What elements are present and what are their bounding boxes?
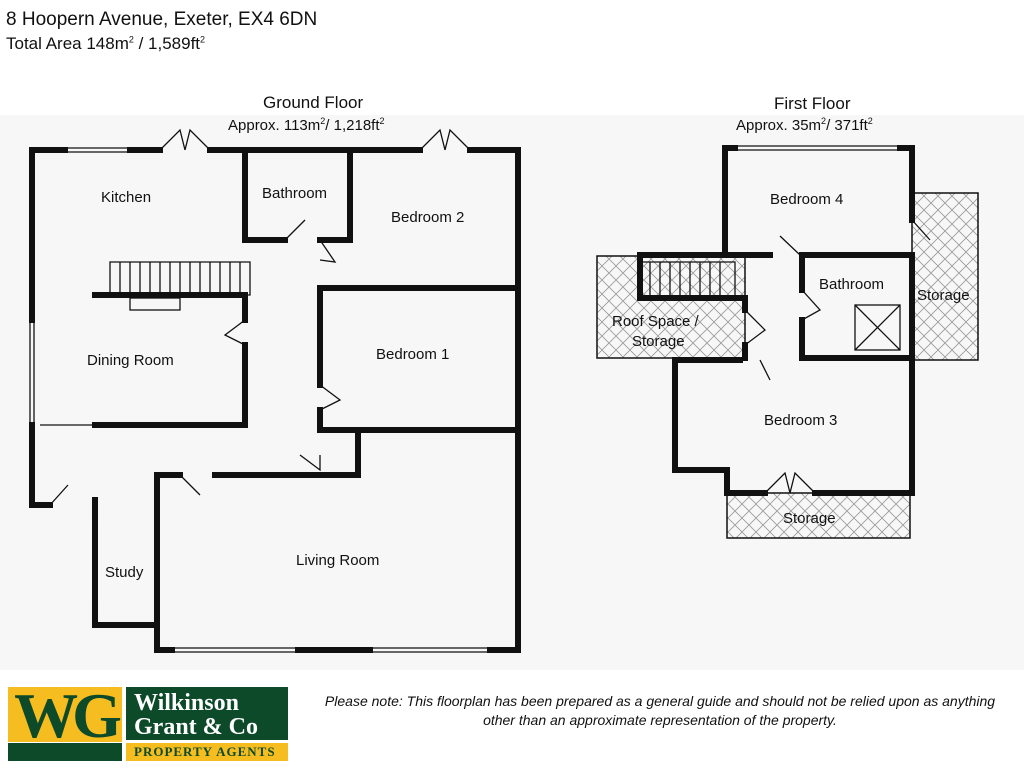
first-floor-title: First Floor (774, 94, 851, 113)
room-bedroom-2: Bedroom 2 (391, 209, 465, 226)
logo-initials-box: WG (8, 680, 122, 751)
room-storage-right: Storage (917, 287, 970, 304)
room-bedroom-1: Bedroom 1 (376, 346, 450, 363)
room-storage-bottom: Storage (783, 510, 836, 527)
first-floor-hatched-areas (596, 192, 979, 539)
ground-floor-windows-doors (29, 128, 521, 653)
room-bathroom: Bathroom (262, 185, 328, 202)
room-roof-space-storage: Storage (632, 333, 685, 350)
room-bedroom-4: Bedroom 4 (770, 191, 844, 208)
room-living-room: Living Room (296, 552, 380, 569)
room-kitchen: Kitchen (101, 189, 152, 206)
disclaimer-note: Please note: This floorplan has been pre… (324, 693, 996, 728)
logo-initials: WG (14, 680, 122, 751)
room-roof-space: Roof Space / (612, 313, 699, 330)
room-bedroom-3: Bedroom 3 (764, 412, 838, 429)
room-study: Study (105, 564, 144, 581)
logo-tagline: PROPERTY AGENTS (126, 743, 288, 761)
first-floor-windows-doors (639, 145, 931, 494)
ground-floor-walls (29, 147, 521, 653)
first-floor-area: Approx. 35m2/ 371ft2 (736, 116, 873, 134)
total-area: Total Area 148m2 / 1,589ft2 (6, 34, 206, 53)
logo-name-line1: Wilkinson (134, 690, 239, 716)
ground-floor-title: Ground Floor (263, 93, 364, 112)
plan-background (0, 115, 1024, 670)
address-title: 8 Hoopern Avenue, Exeter, EX4 6DN (6, 9, 318, 30)
room-bathroom-first: Bathroom (819, 276, 885, 293)
ground-floor-area: Approx. 113m2/ 1,218ft2 (228, 116, 385, 134)
room-dining-room: Dining Room (87, 352, 174, 369)
logo-name-line2: Grant & Co (134, 714, 258, 740)
